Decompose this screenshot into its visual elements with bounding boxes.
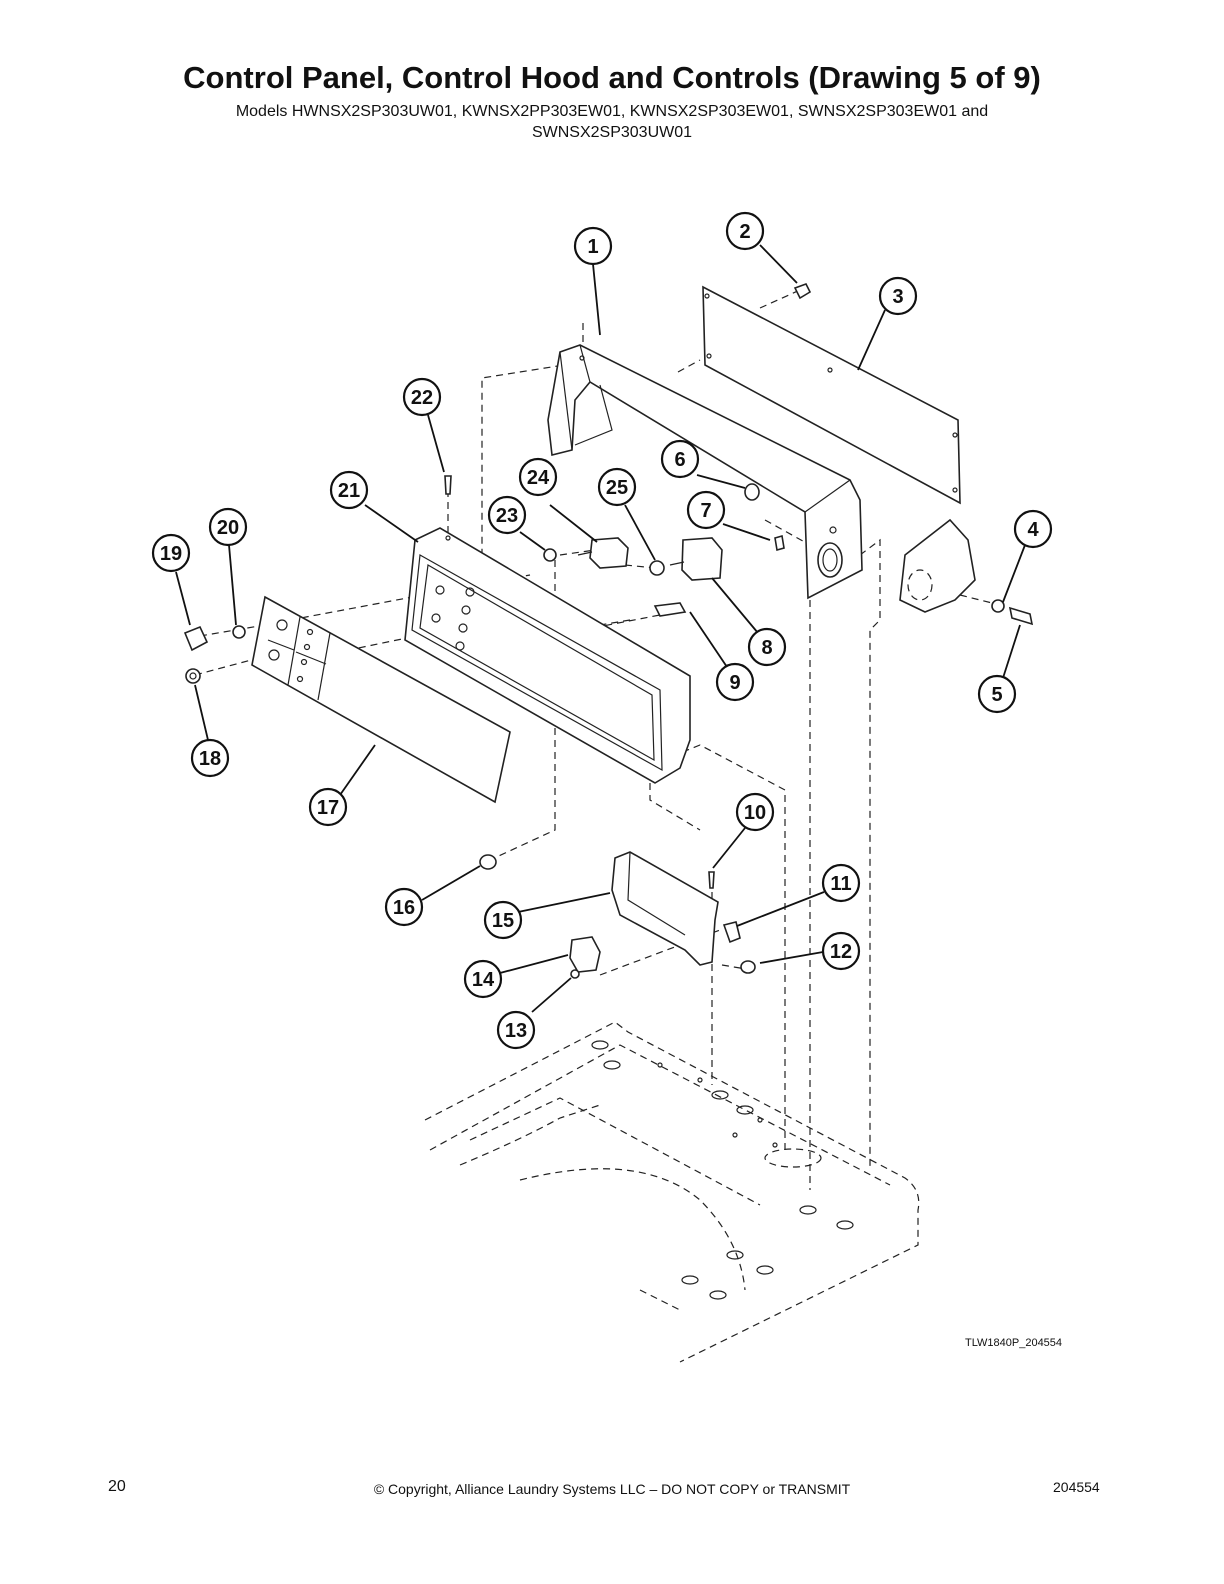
callout-19: 19 [151, 533, 191, 573]
svg-text:14: 14 [472, 969, 495, 991]
document-number: 204554 [1053, 1479, 1100, 1495]
svg-text:13: 13 [505, 1020, 527, 1042]
svg-text:22: 22 [411, 387, 433, 409]
callout-17: 17 [308, 787, 348, 827]
callout-9: 9 [715, 662, 755, 702]
callout-11: 11 [821, 863, 861, 903]
leader-lines [175, 244, 1026, 1013]
svg-text:2: 2 [739, 221, 750, 243]
callout-5: 5 [977, 674, 1017, 714]
callout-12: 12 [821, 931, 861, 971]
svg-text:24: 24 [527, 467, 550, 489]
callout-18: 18 [190, 738, 230, 778]
models-line-2: SWNSX2SP303UW01 [531, 124, 693, 141]
callout-21: 21 [329, 470, 369, 510]
svg-text:12: 12 [830, 941, 852, 963]
page-number: 20 [108, 1478, 126, 1495]
svg-text:17: 17 [317, 797, 339, 819]
callout-2: 2 [725, 211, 765, 251]
svg-text:7: 7 [700, 500, 711, 522]
svg-text:8: 8 [761, 637, 772, 659]
callout-24: 24 [518, 457, 558, 497]
callouts: 1 2 3 4 5 6 7 8 9 10 11 12 13 14 15 16 1… [151, 211, 1053, 1050]
svg-text:10: 10 [744, 802, 766, 824]
copyright-notice: © Copyright, Alliance Laundry Systems LL… [373, 1481, 851, 1497]
control-panel [404, 527, 691, 784]
callout-16: 16 [384, 887, 424, 927]
callout-20: 20 [208, 507, 248, 547]
svg-text:23: 23 [496, 505, 518, 527]
svg-text:1: 1 [587, 236, 598, 258]
models-line-1: Models HWNSX2SP303UW01, KWNSX2PP303EW01,… [235, 103, 989, 120]
callout-23: 23 [487, 495, 527, 535]
callout-4: 4 [1013, 509, 1053, 549]
callout-7: 7 [686, 490, 726, 530]
callout-22: 22 [402, 377, 442, 417]
cabinet-top [424, 1021, 920, 1363]
svg-text:16: 16 [393, 897, 415, 919]
callout-6: 6 [660, 439, 700, 479]
callout-14: 14 [463, 959, 503, 999]
callout-15: 15 [483, 900, 523, 940]
callout-8: 8 [747, 627, 787, 667]
callout-1: 1 [573, 226, 613, 266]
drawing-code: TLW1840P_204554 [965, 1337, 1063, 1349]
svg-text:15: 15 [492, 910, 514, 932]
svg-text:4: 4 [1027, 519, 1039, 541]
svg-text:11: 11 [830, 873, 851, 895]
svg-text:5: 5 [991, 684, 1002, 706]
svg-text:3: 3 [892, 286, 903, 308]
page-title: Control Panel, Control Hood and Controls… [183, 60, 1041, 95]
callout-13: 13 [496, 1010, 536, 1050]
svg-text:9: 9 [729, 672, 740, 694]
control-hood [547, 344, 863, 600]
svg-text:20: 20 [217, 517, 239, 539]
callout-10: 10 [735, 792, 775, 832]
svg-text:25: 25 [606, 477, 628, 499]
callout-3: 3 [878, 276, 918, 316]
control-overlay [251, 595, 511, 804]
svg-text:18: 18 [199, 748, 221, 770]
svg-text:6: 6 [674, 449, 685, 471]
small-parts [183, 283, 1034, 979]
callout-25: 25 [597, 467, 637, 507]
svg-text:19: 19 [160, 543, 182, 565]
svg-text:21: 21 [338, 480, 360, 502]
rear-panel [702, 285, 961, 505]
